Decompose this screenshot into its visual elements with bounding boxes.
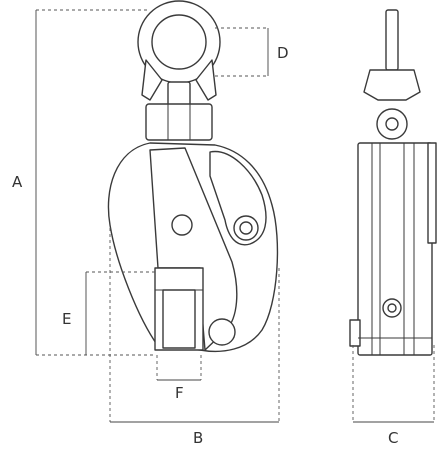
shackle xyxy=(145,81,213,141)
side-lever-edge xyxy=(427,142,437,244)
dimension-c xyxy=(352,345,435,423)
dimension-d xyxy=(215,27,269,77)
jaw-slot xyxy=(154,267,204,351)
label-d: D xyxy=(277,44,289,62)
label-a: A xyxy=(12,173,23,191)
label-c: C xyxy=(388,429,398,447)
eye-lug-right xyxy=(195,59,217,101)
lifting-eye xyxy=(137,0,221,101)
side-bolt-inner xyxy=(387,303,397,313)
side-swivel-pin xyxy=(385,117,399,131)
dimension-e xyxy=(85,271,155,355)
side-eye-wings xyxy=(363,69,421,101)
cam-lever xyxy=(209,150,267,246)
label-b: B xyxy=(193,429,203,447)
side-body xyxy=(357,142,433,356)
dimension-a xyxy=(35,9,155,356)
label-f: F xyxy=(175,384,184,402)
bottom-rivet xyxy=(208,318,236,346)
dimension-f xyxy=(156,355,202,381)
eye-hole xyxy=(151,14,207,70)
front-view xyxy=(107,0,279,353)
shackle-block xyxy=(145,103,213,141)
dimension-b xyxy=(109,228,280,423)
slot-inner xyxy=(162,289,196,349)
side-pad xyxy=(349,319,361,347)
label-e: E xyxy=(62,310,71,328)
cam-pivot-inner xyxy=(239,221,253,235)
eye-lug-left xyxy=(141,59,163,101)
side-eye-stem xyxy=(385,9,399,71)
body-pivot-hole xyxy=(171,214,193,236)
side-view xyxy=(349,9,437,356)
